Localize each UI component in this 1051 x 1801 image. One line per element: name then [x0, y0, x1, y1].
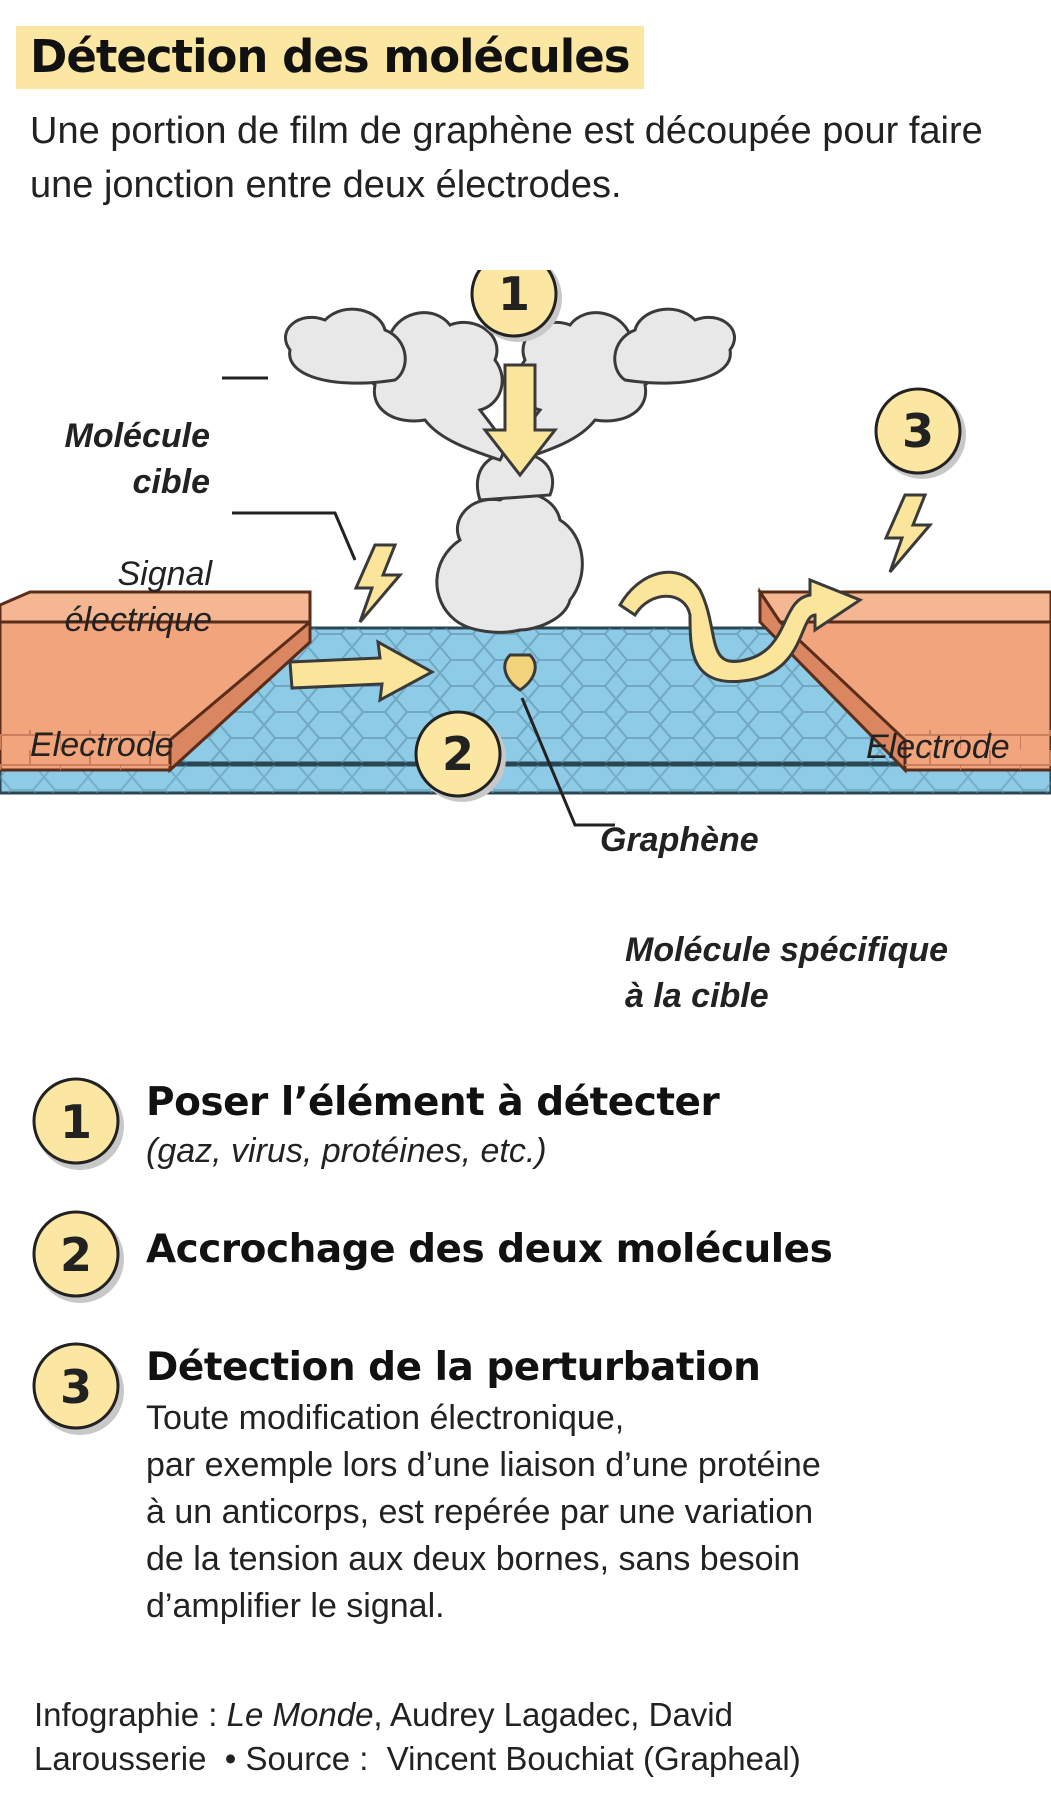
step-3-title: Détection de la perturbation	[146, 1345, 761, 1390]
badge-2-diagram-text: 2	[442, 727, 474, 781]
step-1-title: Poser l’élément à détecter	[146, 1080, 720, 1125]
graphene-sensor-diagram: 1 3 2	[0, 270, 1051, 827]
arrow-right-current	[288, 639, 436, 703]
step-3-description: Toute modification électronique, par exe…	[146, 1399, 821, 1625]
badge-1-text: 1	[60, 1095, 92, 1149]
step-3: 3 Détection de la perturbation Toute mod…	[30, 1337, 1030, 1657]
badge-2: 2	[32, 1210, 124, 1303]
credit-publication: Le Monde	[226, 1696, 374, 1733]
electrode-left-block	[0, 590, 312, 774]
leader-specific	[520, 697, 615, 827]
credit-line-2: Larousserie • Source : Vincent Bouchiat …	[34, 1740, 801, 1777]
credit: Infographie : Le Monde, Audrey Lagadec, …	[34, 1693, 1034, 1781]
badge-3: 3	[32, 1342, 124, 1435]
subtitle: Une portion de film de graphène est déco…	[30, 110, 983, 206]
label-electrode-left: Electrode	[30, 726, 174, 764]
badge-1-diagram-text: 1	[498, 270, 530, 321]
credit-line-1: Infographie : Le Monde, Audrey Lagadec, …	[34, 1696, 733, 1733]
target-molecule	[283, 307, 737, 692]
badge-2-diagram: 2	[414, 710, 506, 802]
badge-1: 1	[32, 1077, 124, 1170]
label-specific-molecule: Molécule spécifique à la cible	[625, 931, 949, 1015]
label-electrode-right: Electrode	[866, 728, 1010, 766]
page-title: Détection des molécules	[16, 26, 644, 89]
badge-1-diagram: 1	[470, 270, 562, 342]
arrow-down-step1	[481, 363, 559, 478]
leader-signal	[232, 511, 357, 561]
title-block: Détection des molécules	[16, 26, 644, 89]
badge-2-text: 2	[60, 1228, 92, 1282]
badge-3-diagram-text: 3	[902, 404, 934, 458]
step-2-title: Accrochage des deux molécules	[146, 1227, 833, 1272]
step-1-note: (gaz, virus, protéines, etc.)	[146, 1132, 547, 1170]
lightning-right	[883, 493, 934, 573]
badge-3-diagram: 3	[874, 387, 966, 479]
label-target-molecule: Molécule cible	[64, 417, 210, 501]
label-graphene: Graphène	[600, 821, 759, 859]
step-2: 2 Accrochage des deux molécules	[30, 1205, 1030, 1305]
step-1: 1 Poser l’élément à détecter (gaz, virus…	[30, 1072, 1030, 1182]
badge-3-text: 3	[60, 1360, 92, 1414]
lightning-left	[353, 543, 404, 623]
label-electric-signal: Signal électrique	[64, 555, 212, 639]
wavy-arrow-step3	[618, 570, 864, 683]
